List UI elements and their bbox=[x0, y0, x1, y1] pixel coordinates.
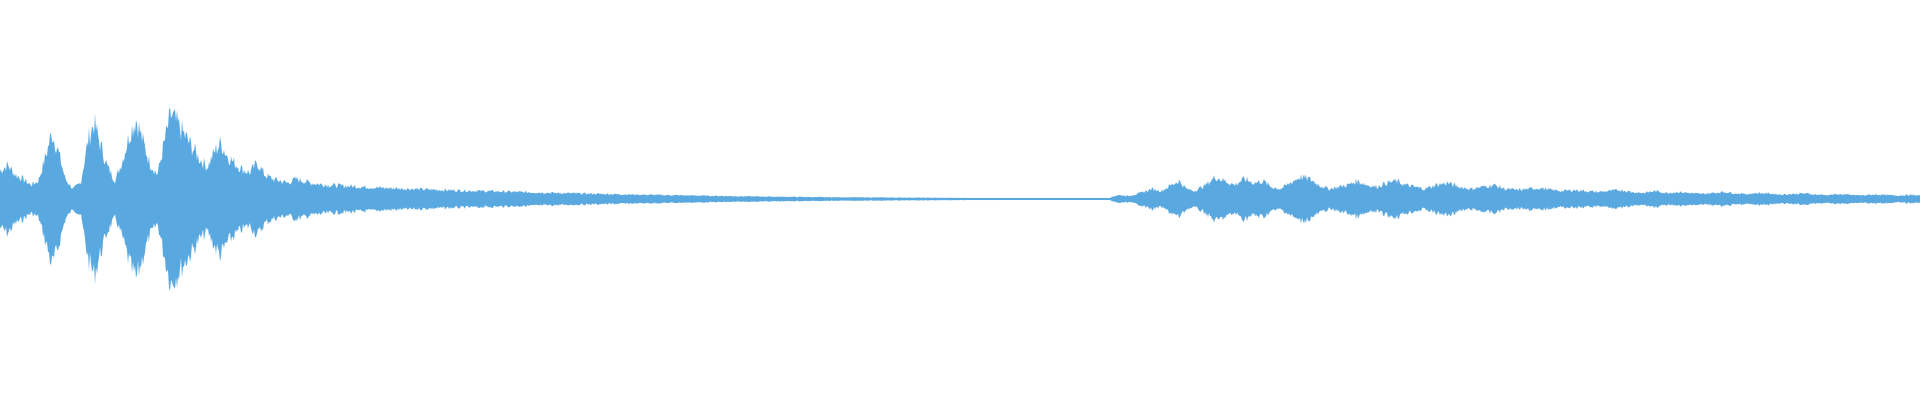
waveform-svg bbox=[0, 107, 1920, 291]
audio-waveform bbox=[0, 107, 1920, 291]
